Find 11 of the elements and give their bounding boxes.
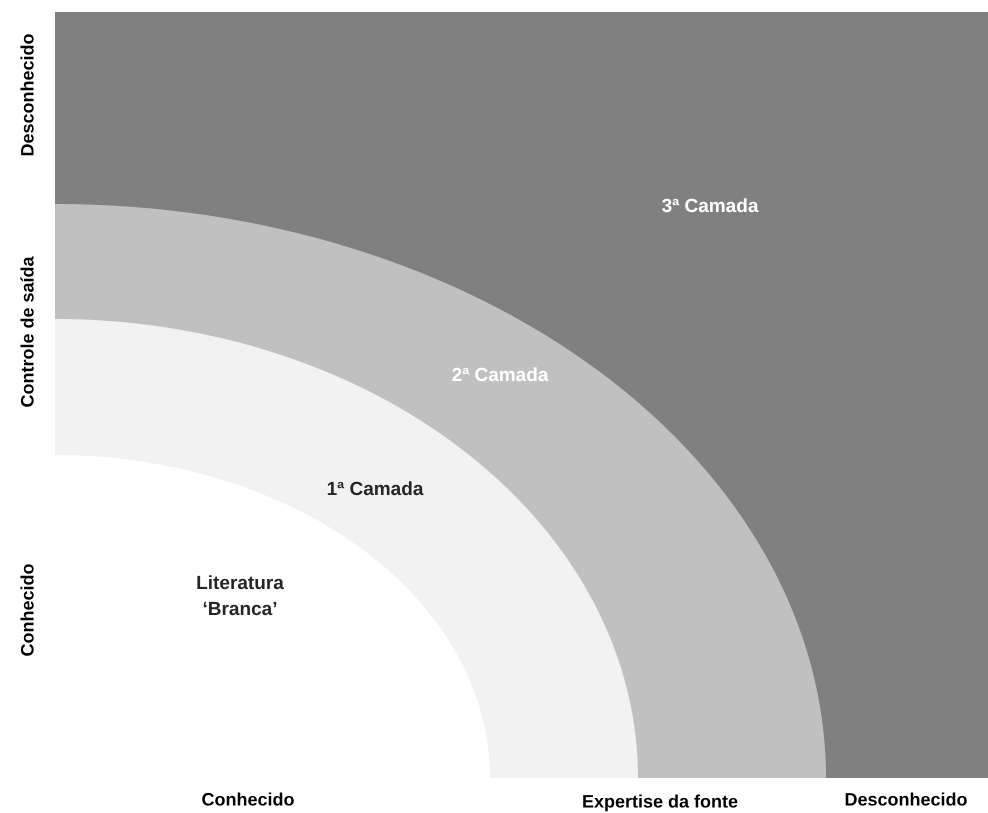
axis-label: Conhecido: [202, 790, 294, 810]
outer-region: [55, 12, 988, 778]
axis-title: Expertise da fonte: [582, 792, 738, 812]
band-label: 1ª Camada: [326, 479, 424, 501]
region-label: 3ª Camada: [662, 196, 758, 218]
axis-title: Controle de saída: [18, 256, 38, 408]
band-label: 2ª Camada: [452, 365, 548, 387]
axis-label: Desconhecido: [18, 33, 38, 157]
axis-label: Conhecido: [18, 564, 38, 656]
axis-label: Desconhecido: [844, 790, 968, 810]
center-label: Literatura ‘Branca’: [195, 572, 285, 622]
